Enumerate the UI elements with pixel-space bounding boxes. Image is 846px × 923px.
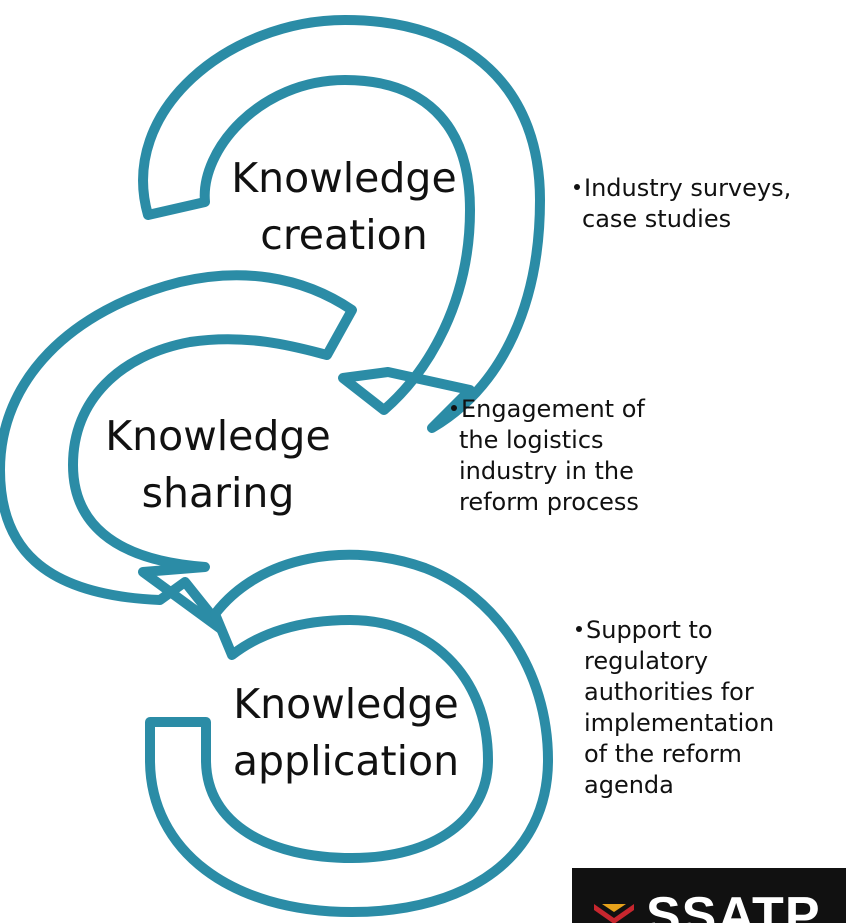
bullet-text-line: of the reform [584,740,742,768]
stage-label-line: Knowledge [233,680,459,728]
bullet-text-line: Engagement of [461,395,645,423]
logo-text: SSATP [646,887,821,923]
application-cycle-arrow [145,549,553,917]
bullet-text-line: industry in the [459,457,634,485]
stage-label-sharing: Knowledge sharing [98,408,338,522]
stage-label-creation: Knowledge creation [224,150,464,264]
bullet-text-line: agenda [584,771,674,799]
bullet-dot-icon [574,183,580,190]
stage-label-line: Knowledge [231,154,457,202]
bullet-text-line: Support to [586,616,713,644]
bullet-text-line: authorities for [584,678,754,706]
sharing-cycle-arrow [0,270,357,637]
bullet-text-line: the logistics [459,426,604,454]
stage-label-line: application [232,737,460,785]
bullet-text-line: implementation [584,709,775,737]
stage-label-line: sharing [141,469,295,517]
stage-label-line: Knowledge [105,412,331,460]
bullet-sharing: Engagement of the logistics industry in … [451,394,645,518]
bullet-application: Support to regulatory authorities for im… [576,615,774,801]
bullet-text-line: reform process [459,488,639,516]
bullet-text-line: regulatory [584,647,709,675]
creation-cycle-arrow [138,15,545,433]
chevron-logo-mark-icon [594,904,634,923]
bullet-text-line: case studies [582,205,732,233]
ssatp-logo: SSATP [572,868,846,923]
stage-label-line: creation [260,211,428,259]
bullet-text-line: Industry surveys, [584,174,792,202]
bullet-dot-icon [576,625,582,632]
bullet-dot-icon [451,404,457,411]
bullet-creation: Industry surveys, case studies [574,173,791,235]
stage-label-application: Knowledge application [220,676,472,790]
